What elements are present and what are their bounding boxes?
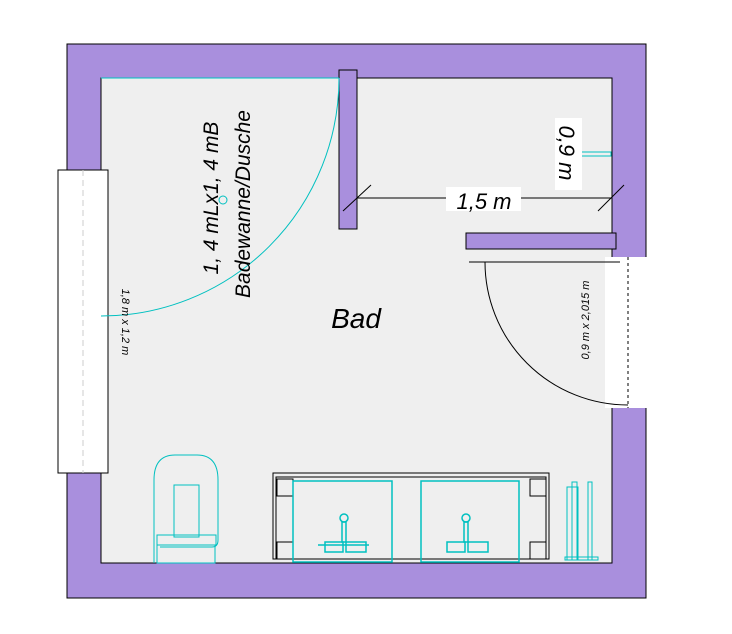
- fixture-size-label: 0,9 m: [554, 125, 579, 180]
- door-opening: [605, 257, 647, 408]
- towel-rack-icon: [564, 481, 599, 561]
- window-size-label: 1,8 m x 1,2 m: [119, 289, 131, 356]
- door-size-label: 0,9 m x 2,015 m: [580, 281, 592, 360]
- dimension-label: 1,5 m: [456, 189, 511, 214]
- tub-outline: [100, 77, 340, 317]
- tub-size-label: 1, 4 mLx1, 4 mB: [200, 122, 223, 275]
- toilet-icon: [153, 454, 219, 564]
- double-vanity-icon: [272, 472, 550, 563]
- stub-wall: [465, 232, 617, 250]
- room-name: Bad: [331, 303, 382, 334]
- door-swing-arc: [484, 261, 629, 406]
- tub-type-label: Badewanne/Dusche: [232, 110, 255, 298]
- partition-wall: [338, 69, 358, 230]
